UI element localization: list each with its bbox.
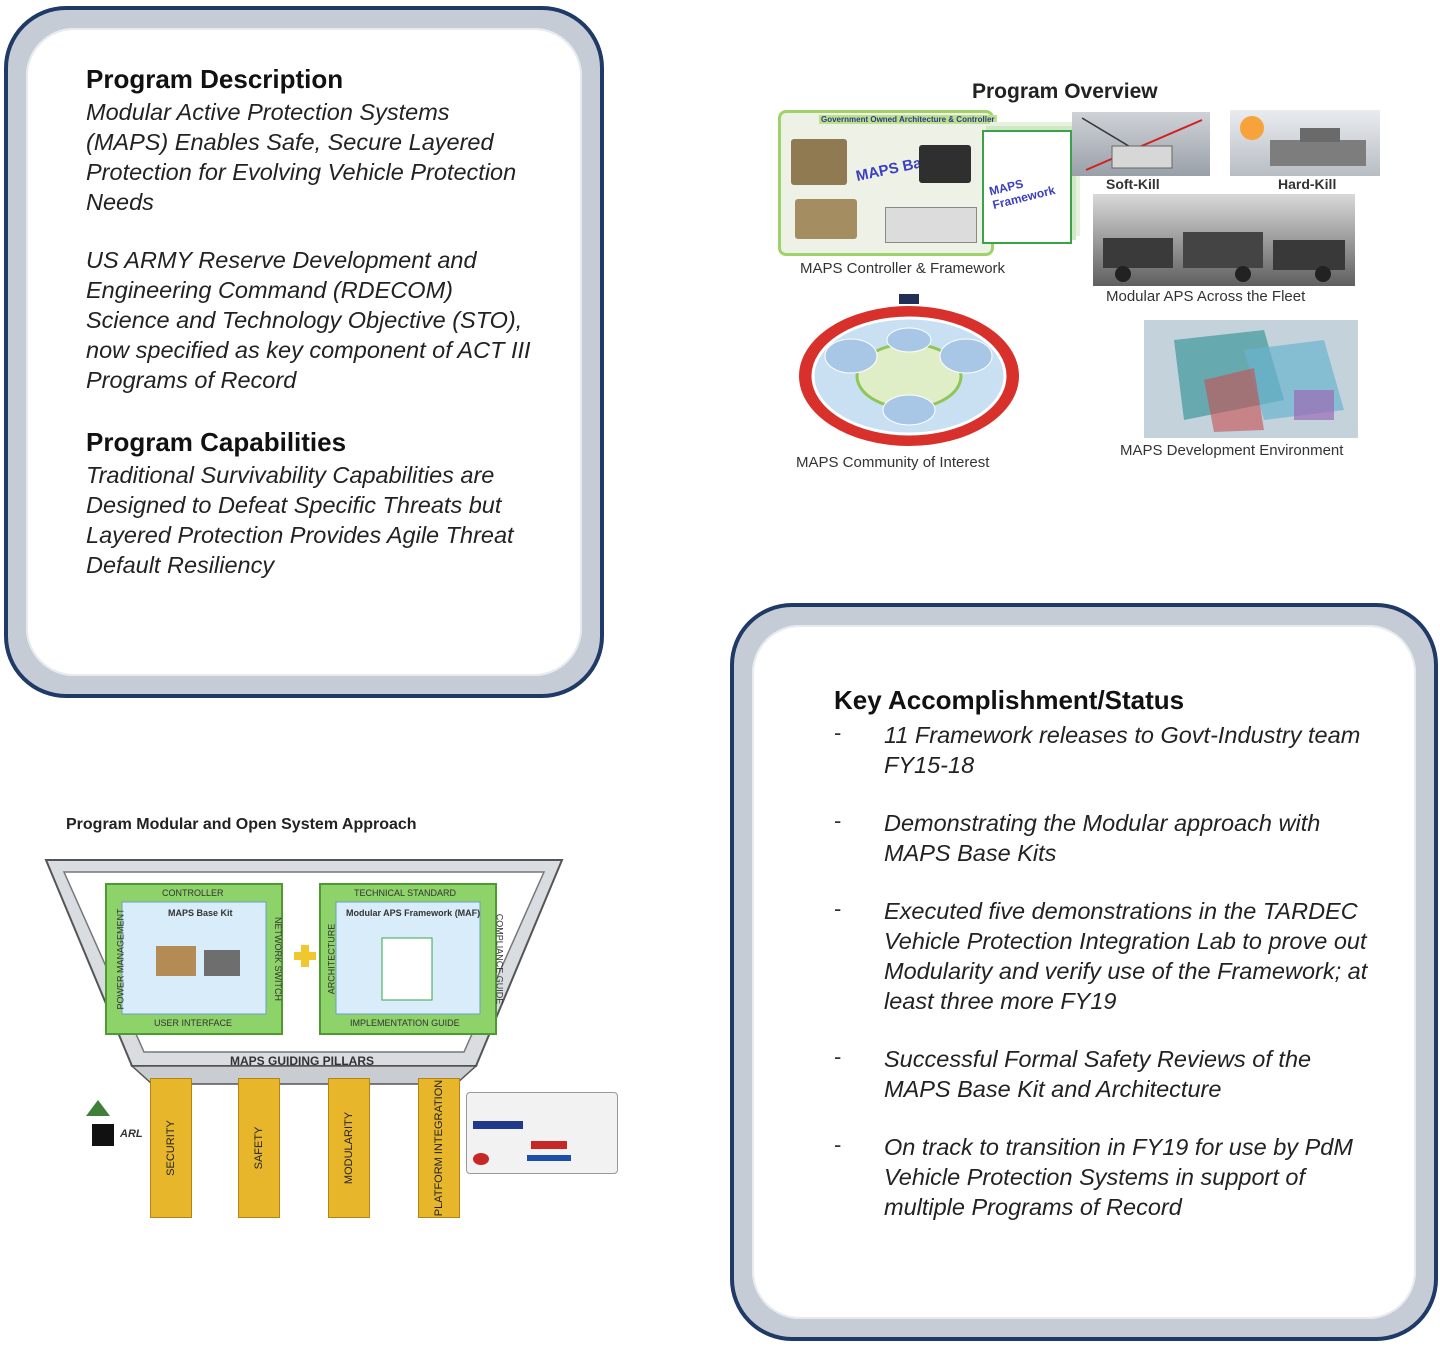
framework-module-label: Modular APS Framework (MAF)	[346, 908, 481, 918]
pillar-platform-integration-label: PLATFORM INTEGRATION	[433, 1079, 445, 1217]
list-item-text: 11 Framework releases to Govt-Industry t…	[884, 722, 1361, 778]
program-overview-graphic: Program Overview Government Owned Archit…	[760, 70, 1400, 480]
compliance-guide-label: COMPLIANCE GUIDE	[494, 913, 505, 1005]
partner-logo-1	[473, 1121, 523, 1129]
guiding-pillars-label: MAPS GUIDING PILLARS	[230, 1054, 375, 1068]
list-item-text: Demonstrating the Modular approach with …	[884, 810, 1321, 866]
framework-docs-image: MAPS Framework	[982, 130, 1072, 244]
list-item-text: On track to transition in FY19 for use b…	[884, 1134, 1353, 1220]
list-item: - Executed five demonstrations in the TAR…	[834, 896, 1374, 1016]
implementation-guide-label: IMPLEMENTATION GUIDE	[350, 1018, 460, 1028]
key-accomplishment-panel-inner	[752, 625, 1416, 1319]
soft-kill-graphic	[1081, 117, 1203, 171]
hard-kill-caption: Hard-Kill	[1278, 176, 1337, 192]
fleet-vehicles-graphic	[1103, 232, 1345, 282]
funnel-graphic	[44, 859, 564, 1085]
list-dash: -	[834, 808, 842, 833]
controller-box-icon	[791, 139, 847, 185]
development-caption: MAPS Development Environment	[1120, 442, 1344, 459]
list-item: - Demonstrating the Modular approach with…	[834, 808, 1374, 868]
power-management-label: POWER MANAGEMENT	[115, 908, 126, 1010]
list-item: - On track to transition in FY19 for use …	[834, 1132, 1374, 1222]
framework-label: MAPS Framework	[987, 176, 1057, 213]
gov-owned-label: Government Owned Architecture & Controll…	[819, 115, 997, 124]
pillar-safety-label: SAFETY	[253, 1126, 265, 1170]
modular-approach-title: Program Modular and Open System Approach	[66, 816, 417, 833]
list-item-text: Successful Formal Safety Reviews of the …	[884, 1046, 1312, 1102]
program-description-heading: Program Description	[86, 64, 344, 94]
program-overview-title: Program Overview	[972, 80, 1158, 103]
key-accomplishment-content: Key Accomplishment/Status - 11 Framework …	[834, 685, 1374, 1250]
program-description-text: Modular Active Protection Systems (MAPS)…	[86, 99, 517, 215]
pillar-safety: SAFETY	[238, 1078, 280, 1218]
list-dash: -	[834, 1044, 842, 1069]
program-capabilities-heading: Program Capabilities	[86, 427, 347, 457]
user-interface-label: USER INTERFACE	[154, 1018, 233, 1028]
soft-kill-image	[1072, 112, 1210, 176]
switch-panel-icon	[885, 207, 977, 243]
key-accomplishment-panel	[730, 603, 1438, 1341]
architecture-label: ARCHITECTURE	[326, 923, 337, 995]
controller-caption: MAPS Controller & Framework	[800, 260, 1006, 277]
list-item-text: Executed five demonstrations in the TARD…	[884, 898, 1368, 1014]
triangle-logo	[86, 1100, 110, 1116]
community-image	[796, 288, 1022, 448]
base-kit-module-label: MAPS Base Kit	[168, 908, 233, 918]
program-sto-text: US ARMY Reserve Development and Engineer…	[86, 247, 531, 393]
controller-box2-icon	[795, 199, 857, 239]
network-switch-label: NETWORK SWITCH	[273, 917, 283, 1001]
arl-logo: ARL	[120, 1128, 143, 1140]
program-description-panel	[4, 6, 604, 698]
list-item: - Successful Formal Safety Reviews of the…	[834, 1044, 1374, 1104]
maps-controller-image: Government Owned Architecture & Controll…	[778, 110, 997, 256]
program-description-panel-inner	[26, 28, 582, 676]
fleet-caption: Modular APS Across the Fleet	[1106, 288, 1306, 305]
community-graphic	[799, 294, 1019, 446]
partner-logo-4	[527, 1155, 571, 1161]
pillar-modularity: MODULARITY	[328, 1078, 370, 1218]
program-capabilities-text: Traditional Survivability Capabilities a…	[86, 462, 514, 578]
pillar-security-label: SECURITY	[165, 1120, 177, 1176]
program-description-content: Program Description Modular Active Prote…	[86, 64, 536, 580]
partner-logo-2	[531, 1141, 567, 1149]
controller-label: CONTROLLER	[162, 888, 224, 898]
pillar-platform-integration: PLATFORM INTEGRATION	[418, 1078, 460, 1218]
list-item: - 11 Framework releases to Govt-Industry …	[834, 720, 1374, 780]
hard-kill-graphic	[1240, 116, 1366, 166]
hard-kill-image	[1230, 110, 1380, 176]
modular-approach-graphic: Program Modular and Open System Approach…	[36, 808, 636, 1238]
accomplishment-list: - 11 Framework releases to Govt-Industry …	[834, 720, 1374, 1222]
list-dash: -	[834, 720, 842, 745]
partner-logo-3	[473, 1153, 489, 1165]
processor-box-icon	[919, 145, 971, 183]
list-dash: -	[834, 1132, 842, 1157]
pillar-security: SECURITY	[150, 1078, 192, 1218]
partner-logos-panel	[466, 1092, 618, 1174]
dev-env-graphic	[1144, 320, 1358, 438]
key-accomplishment-heading: Key Accomplishment/Status	[834, 685, 1185, 715]
army-logo	[92, 1124, 114, 1146]
development-environment-image	[1144, 320, 1358, 438]
technical-standard-label: TECHNICAL STANDARD	[354, 888, 457, 898]
community-caption: MAPS Community of Interest	[796, 454, 990, 471]
pillar-modularity-label: MODULARITY	[343, 1111, 355, 1185]
soft-kill-caption: Soft-Kill	[1106, 176, 1160, 192]
fleet-image	[1093, 194, 1355, 286]
list-dash: -	[834, 896, 842, 921]
